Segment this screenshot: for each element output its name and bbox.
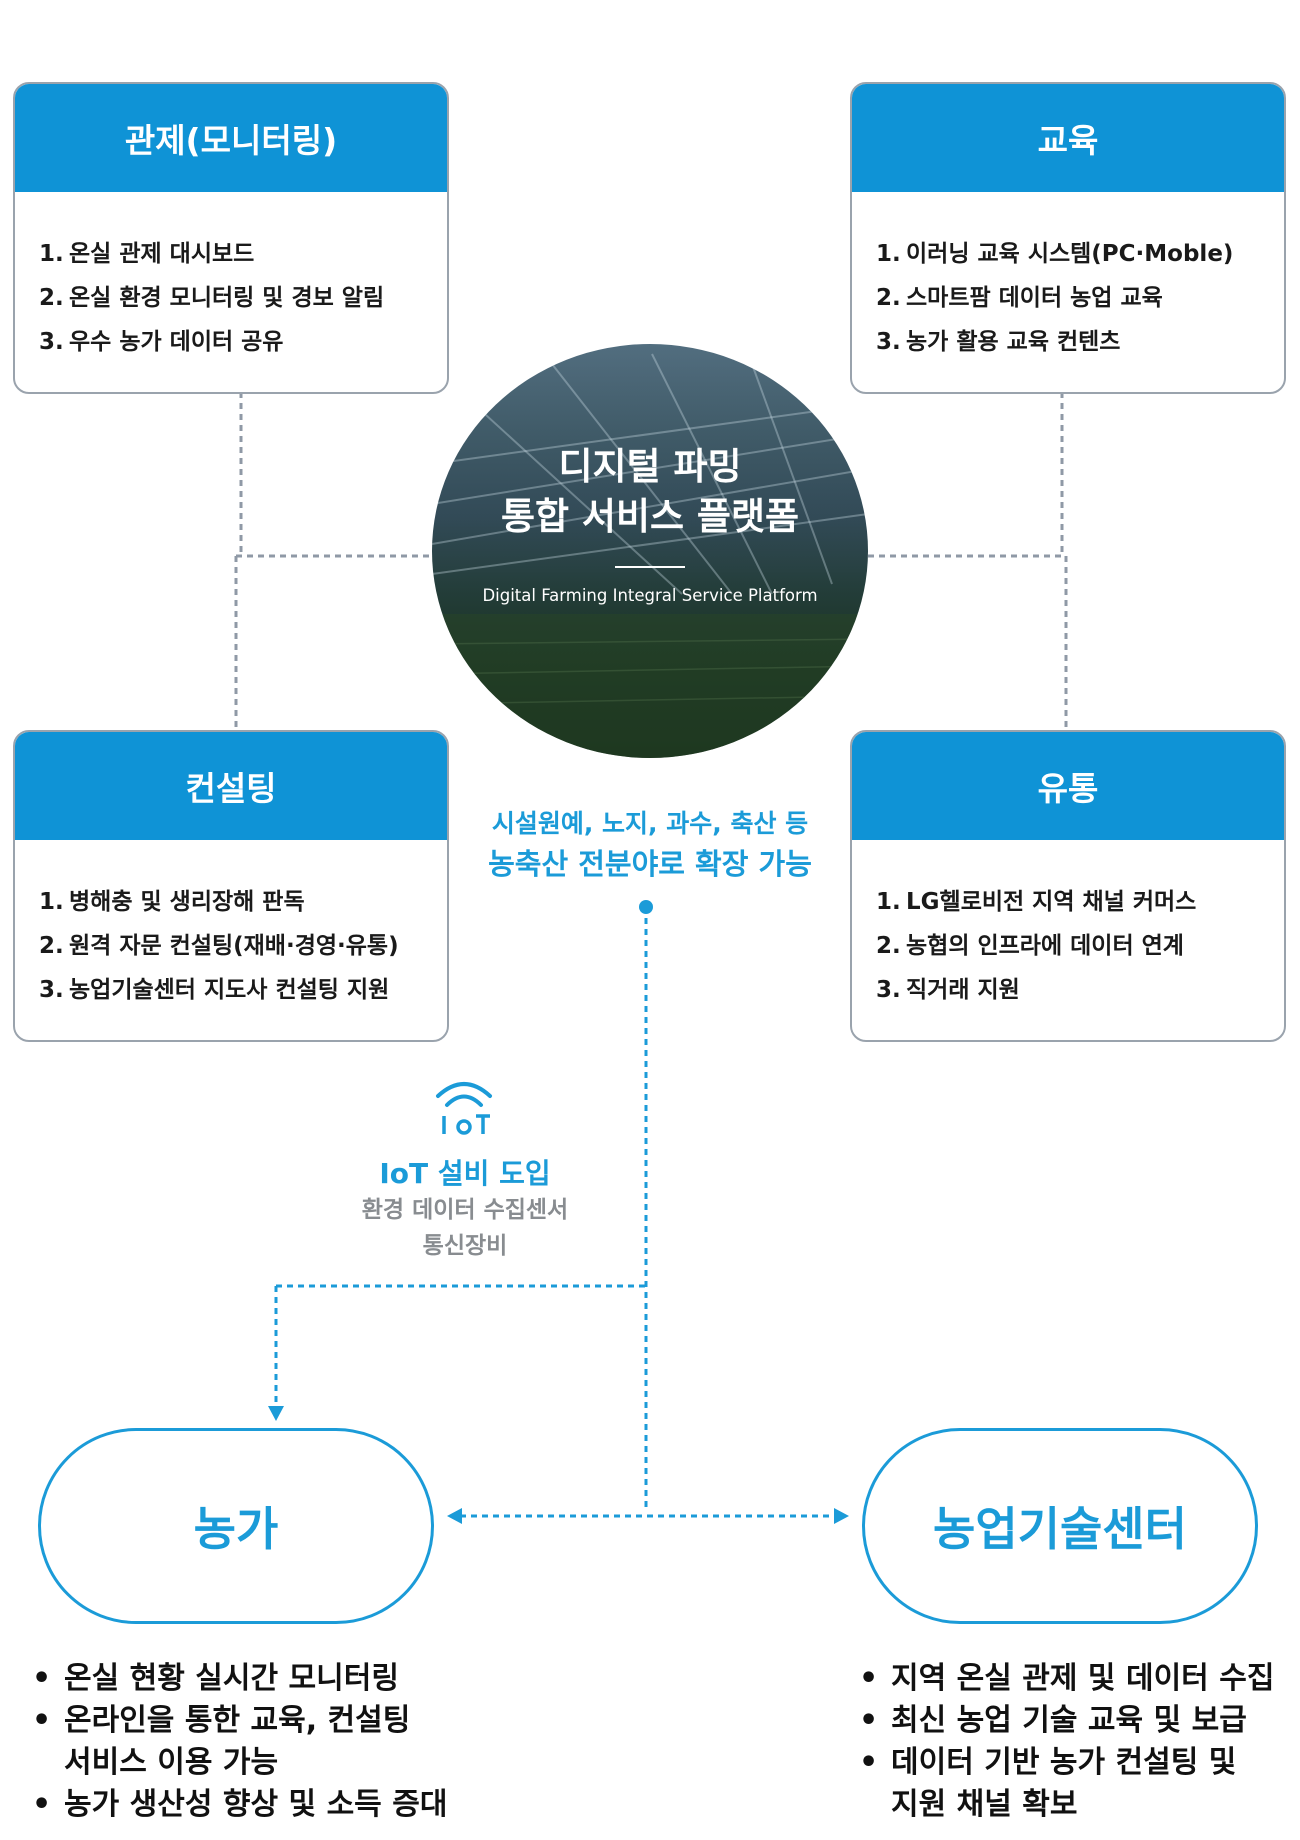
card-monitoring-list: 1.온실 관제 대시보드 2.온실 환경 모니터링 및 경보 알림 3.우수 농… (15, 192, 447, 364)
flow-origin-dot (639, 900, 653, 914)
platform-title-rule (615, 566, 685, 568)
list-item: 2.원격 자문 컨설팅(재배·경영·유통) (39, 933, 399, 959)
card-consulting: 컨설팅 1.병해충 및 생리장해 판독 2.원격 자문 컨설팅(재배·경영·유통… (13, 730, 449, 1042)
list-item: 지역 온실 관제 및 데이터 수집 (855, 1658, 1295, 1700)
arrow-left-icon (447, 1508, 462, 1524)
card-consulting-title: 컨설팅 (15, 732, 447, 840)
card-monitoring: 관제(모니터링) 1.온실 관제 대시보드 2.온실 환경 모니터링 및 경보 … (13, 82, 449, 394)
list-item: 3.직거래 지원 (876, 977, 1020, 1003)
card-distribution-list: 1.LG헬로비전 지역 채널 커머스 2.농협의 인프라에 데이터 연계 3.직… (852, 840, 1284, 1012)
farm-bullet-list: 온실 현황 실시간 모니터링 온라인을 통한 교육, 컨설팅 서비스 이용 가능… (28, 1658, 468, 1826)
list-item: 1.온실 관제 대시보드 (39, 241, 255, 267)
list-item: 온실 현황 실시간 모니터링 (28, 1658, 468, 1700)
platform-title: 디지털 파밍 통합 서비스 플랫폼 (500, 445, 800, 538)
farm-label: 농가 (193, 1502, 279, 1556)
list-item: 1.LG헬로비전 지역 채널 커머스 (876, 889, 1197, 915)
list-item: 최신 농업 기술 교육 및 보급 (855, 1700, 1295, 1742)
list-item: 2.온실 환경 모니터링 및 경보 알림 (39, 285, 385, 311)
list-item: 3.농업기술센터 지도사 컨설팅 지원 (39, 977, 390, 1003)
list-item: 데이터 기반 농가 컨설팅 및 지원 채널 확보 (855, 1742, 1295, 1826)
card-consulting-list: 1.병해충 및 생리장해 판독 2.원격 자문 컨설팅(재배·경영·유통) 3.… (15, 840, 447, 1012)
card-education: 교육 1.이러닝 교육 시스템(PC·Moble) 2.스마트팜 데이터 농업 … (850, 82, 1286, 394)
card-monitoring-title: 관제(모니터링) (15, 84, 447, 192)
wifi-iot-icon (436, 1082, 492, 1135)
agri-center-label: 농업기술센터 (933, 1502, 1187, 1556)
agri-center-bullet-list: 지역 온실 관제 및 데이터 수집 최신 농업 기술 교육 및 보급 데이터 기… (855, 1658, 1295, 1826)
iot-title: IoT 설비 도입 (379, 1157, 551, 1190)
list-item: 2.농협의 인프라에 데이터 연계 (876, 933, 1184, 959)
platform-circle: 디지털 파밍 통합 서비스 플랫폼 Digital Farming Integr… (432, 344, 868, 758)
platform-subtitle: Digital Farming Integral Service Platfor… (482, 586, 818, 605)
list-item: 3.우수 농가 데이터 공유 (39, 329, 284, 355)
agri-center-pill: 농업기술센터 (862, 1428, 1258, 1624)
card-education-list: 1.이러닝 교육 시스템(PC·Moble) 2.스마트팜 데이터 농업 교육 … (852, 192, 1284, 364)
list-item: 농가 생산성 향상 및 소득 증대 (28, 1784, 468, 1826)
list-item: 온라인을 통한 교육, 컨설팅 서비스 이용 가능 (28, 1700, 468, 1784)
arrow-right-icon (834, 1508, 849, 1524)
greenhouse-photo (432, 353, 868, 758)
list-item: 1.병해충 및 생리장해 판독 (39, 889, 305, 915)
list-item: 3.농가 활용 교육 컨텐츠 (876, 329, 1121, 355)
card-education-title: 교육 (852, 84, 1284, 192)
farm-pill: 농가 (38, 1428, 434, 1624)
list-item: 2.스마트팜 데이터 농업 교육 (876, 285, 1163, 311)
list-item: 1.이러닝 교육 시스템(PC·Moble) (876, 241, 1234, 267)
card-distribution-title: 유통 (852, 732, 1284, 840)
expansion-note: 시설원예, 노지, 과수, 축산 등 농축산 전분야로 확장 가능 (488, 809, 812, 881)
iot-description: 환경 데이터 수집센서 통신장비 (361, 1197, 569, 1259)
card-distribution: 유통 1.LG헬로비전 지역 채널 커머스 2.농협의 인프라에 데이터 연계 … (850, 730, 1286, 1042)
arrow-down-icon (268, 1406, 284, 1421)
